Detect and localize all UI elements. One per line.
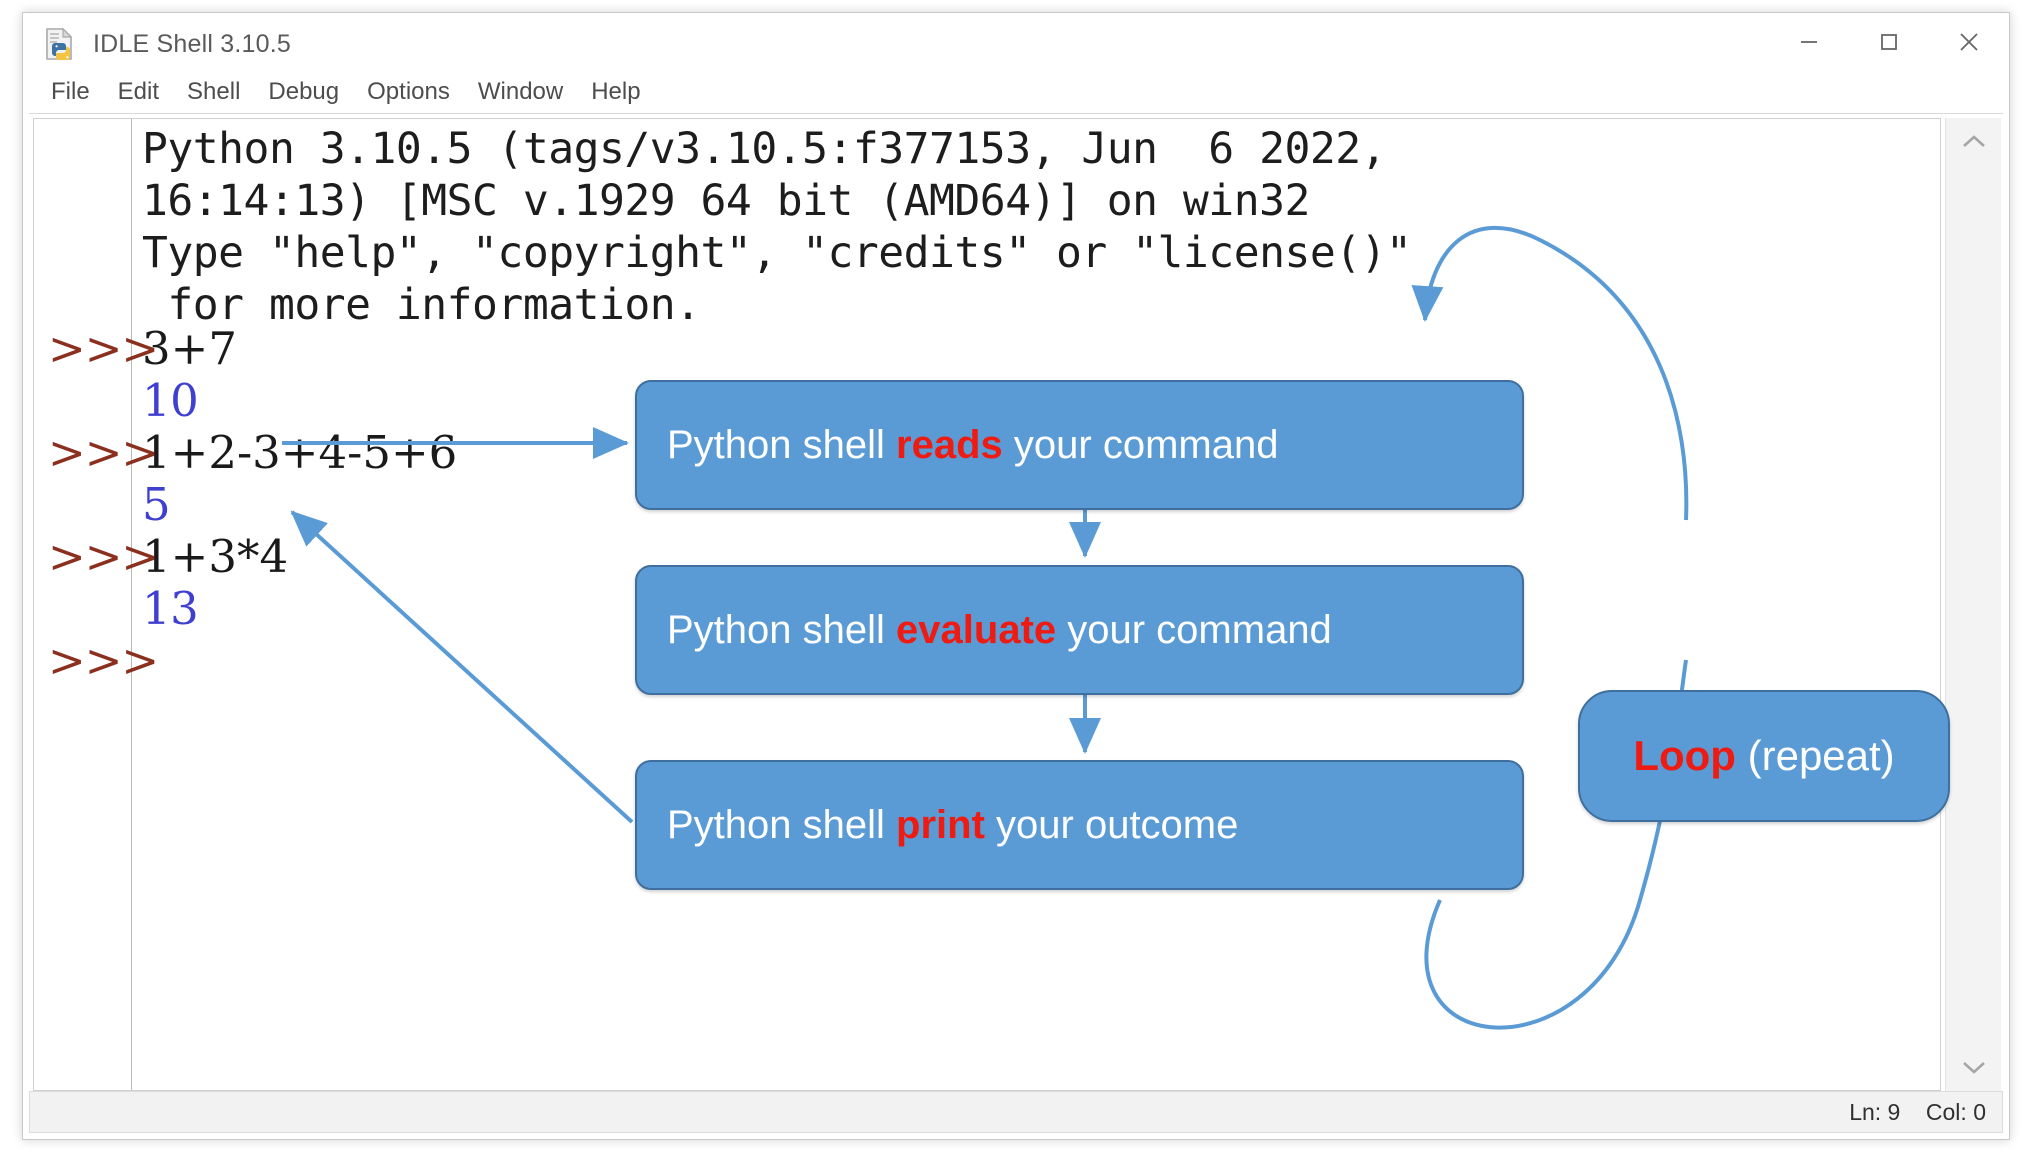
python-file-icon <box>43 27 77 61</box>
read-step-pre: Python shell <box>667 422 897 467</box>
menu-item-shell[interactable]: Shell <box>187 78 241 105</box>
shell-output-2: 5 <box>142 478 171 531</box>
evaluate-step-label: Python shell evaluate your command <box>637 608 1332 653</box>
evaluate-step-keyword: evaluate <box>896 607 1057 652</box>
shell-output-1: 10 <box>142 374 199 427</box>
prompt-marker-2: >>> <box>48 426 159 479</box>
shell-command-2: 1+2-3+4-5+6 <box>142 426 458 479</box>
chevron-up-icon[interactable] <box>1946 118 2001 166</box>
menu-bar: File Edit Shell Debug Options Window Hel… <box>23 71 2009 113</box>
prompt-marker-4: >>> <box>48 634 159 687</box>
vertical-scrollbar[interactable] <box>1945 118 2001 1091</box>
banner-line-1: Python 3.10.5 (tags/v3.10.5:f377153, Jun… <box>142 124 1387 174</box>
print-step-pre: Python shell <box>667 802 897 847</box>
read-step-label: Python shell reads your command <box>637 423 1278 468</box>
menu-item-help[interactable]: Help <box>591 78 641 105</box>
print-step-box[interactable]: Python shell print your outcome <box>635 760 1524 890</box>
read-step-box[interactable]: Python shell reads your command <box>635 380 1524 510</box>
status-position: Ln: 9 Col: 0 <box>1849 1099 1986 1126</box>
shell-command-3: 1+3*4 <box>142 530 289 583</box>
loop-keyword: Loop <box>1633 732 1736 779</box>
read-step-keyword: reads <box>896 422 1003 467</box>
window-title: IDLE Shell 3.10.5 <box>93 30 291 58</box>
evaluate-step-pre: Python shell <box>667 607 897 652</box>
menu-item-options[interactable]: Options <box>367 78 450 105</box>
menu-item-debug[interactable]: Debug <box>268 78 340 105</box>
menu-item-file[interactable]: File <box>51 78 90 105</box>
shell-text-content: Python 3.10.5 (tags/v3.10.5:f377153, Jun… <box>134 119 1940 1090</box>
close-button[interactable] <box>1929 13 2009 71</box>
print-step-label: Python shell print your outcome <box>637 803 1238 848</box>
status-bar: Ln: 9 Col: 0 <box>29 1091 2003 1133</box>
title-bar: IDLE Shell 3.10.5 <box>23 13 2009 71</box>
read-step-post: your command <box>1002 422 1279 467</box>
menu-item-edit[interactable]: Edit <box>117 78 160 105</box>
shell-output-3: 13 <box>142 582 199 635</box>
status-column-number: Col: 0 <box>1925 1099 1986 1125</box>
prompt-marker-3: >>> <box>48 530 159 583</box>
loop-post: (repeat) <box>1735 732 1895 779</box>
shell-command-1: 3+7 <box>142 322 237 375</box>
banner-line-3: Type "help", "copyright", "credits" or "… <box>142 228 1412 278</box>
maximize-button[interactable] <box>1849 13 1929 71</box>
loop-box[interactable]: Loop (repeat) <box>1578 690 1950 822</box>
minimize-button[interactable] <box>1769 13 1849 71</box>
prompt-marker-1: >>> <box>48 322 159 375</box>
banner-line-2: 16:14:13) [MSC v.1929 64 bit (AMD64)] on… <box>142 176 1310 226</box>
window-controls <box>1769 13 2009 71</box>
prompt-gutter: >>> >>> >>> >>> <box>34 119 159 1090</box>
print-step-post: your outcome <box>984 802 1239 847</box>
chevron-down-icon[interactable] <box>1946 1043 2001 1091</box>
evaluate-step-post: your command <box>1056 607 1332 652</box>
banner-line-4: for more information. <box>142 280 701 330</box>
loop-label: Loop (repeat) <box>1633 732 1894 780</box>
print-step-keyword: print <box>896 802 985 847</box>
status-line-number: Ln: 9 <box>1849 1099 1901 1125</box>
evaluate-step-box[interactable]: Python shell evaluate your command <box>635 565 1524 695</box>
menu-item-window[interactable]: Window <box>477 78 564 105</box>
